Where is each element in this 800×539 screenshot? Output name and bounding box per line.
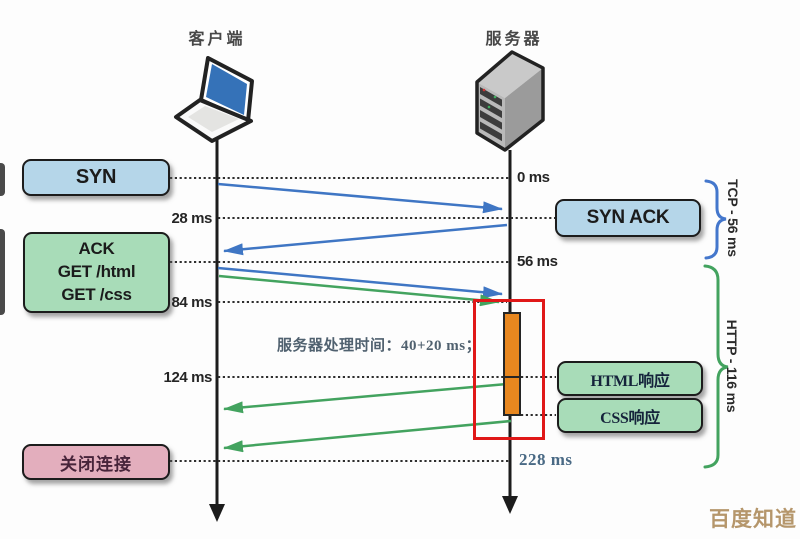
syn-box: SYN bbox=[22, 159, 170, 196]
server-label: 服务器 bbox=[485, 31, 543, 48]
arrow-css-response bbox=[223, 419, 512, 453]
time-label-124ms: 124 ms bbox=[163, 369, 213, 386]
ack-get-box: ACK GET /html GET /css bbox=[23, 232, 170, 313]
tcp-brace-label: TCP - 56 ms bbox=[725, 179, 741, 257]
tcp-brace bbox=[704, 179, 727, 260]
http-brace bbox=[703, 264, 729, 469]
css-response-box: CSS响应 bbox=[557, 398, 703, 433]
red-highlight-rectangle bbox=[473, 299, 545, 440]
syn-ack-label: SYN ACK bbox=[586, 207, 670, 228]
arrow-get-css bbox=[218, 274, 500, 307]
server-lifeline-arrowhead bbox=[502, 496, 518, 514]
dotted-guides bbox=[170, 177, 556, 462]
http-brace-label: HTTP - 116 ms bbox=[724, 319, 740, 413]
server-processing-time-note: 服务器处理时间：40+20 ms； bbox=[277, 338, 482, 354]
syn-box-label: SYN bbox=[75, 166, 117, 188]
baidu-zhidao-watermark: 百度知道 bbox=[709, 508, 797, 531]
server-icon bbox=[475, 50, 545, 152]
time-label-84ms: 84 ms bbox=[171, 294, 212, 311]
arrow-syn bbox=[217, 182, 503, 214]
arrow-ack-get-html bbox=[217, 266, 503, 299]
time-label-0ms: 0 ms bbox=[517, 169, 550, 186]
syn-ack-box: SYN ACK bbox=[555, 199, 701, 237]
ack-label: ACK bbox=[78, 239, 115, 259]
client-label: 客户端 bbox=[188, 31, 246, 48]
left-edge-artifact bbox=[0, 229, 5, 315]
get-css-label: GET /css bbox=[61, 284, 132, 304]
time-label-28ms: 28 ms bbox=[171, 210, 212, 227]
left-edge-artifact bbox=[0, 163, 5, 196]
processing-bar-divider bbox=[505, 376, 519, 378]
close-connection-label: 关闭连接 bbox=[60, 454, 132, 474]
close-connection-box: 关闭连接 bbox=[22, 444, 170, 480]
html-response-label: HTML响应 bbox=[590, 372, 670, 390]
time-label-56ms: 56 ms bbox=[517, 253, 558, 270]
html-response-box: HTML响应 bbox=[557, 361, 703, 396]
css-response-label: CSS响应 bbox=[600, 409, 660, 427]
server-processing-bar bbox=[503, 312, 521, 416]
get-html-label: GET /html bbox=[57, 262, 136, 282]
laptop-icon bbox=[174, 56, 254, 143]
client-lifeline-arrowhead bbox=[209, 504, 225, 522]
arrow-syn-ack bbox=[223, 223, 508, 256]
time-label-228ms: 228 ms bbox=[519, 450, 573, 469]
arrow-html-response bbox=[223, 382, 508, 414]
